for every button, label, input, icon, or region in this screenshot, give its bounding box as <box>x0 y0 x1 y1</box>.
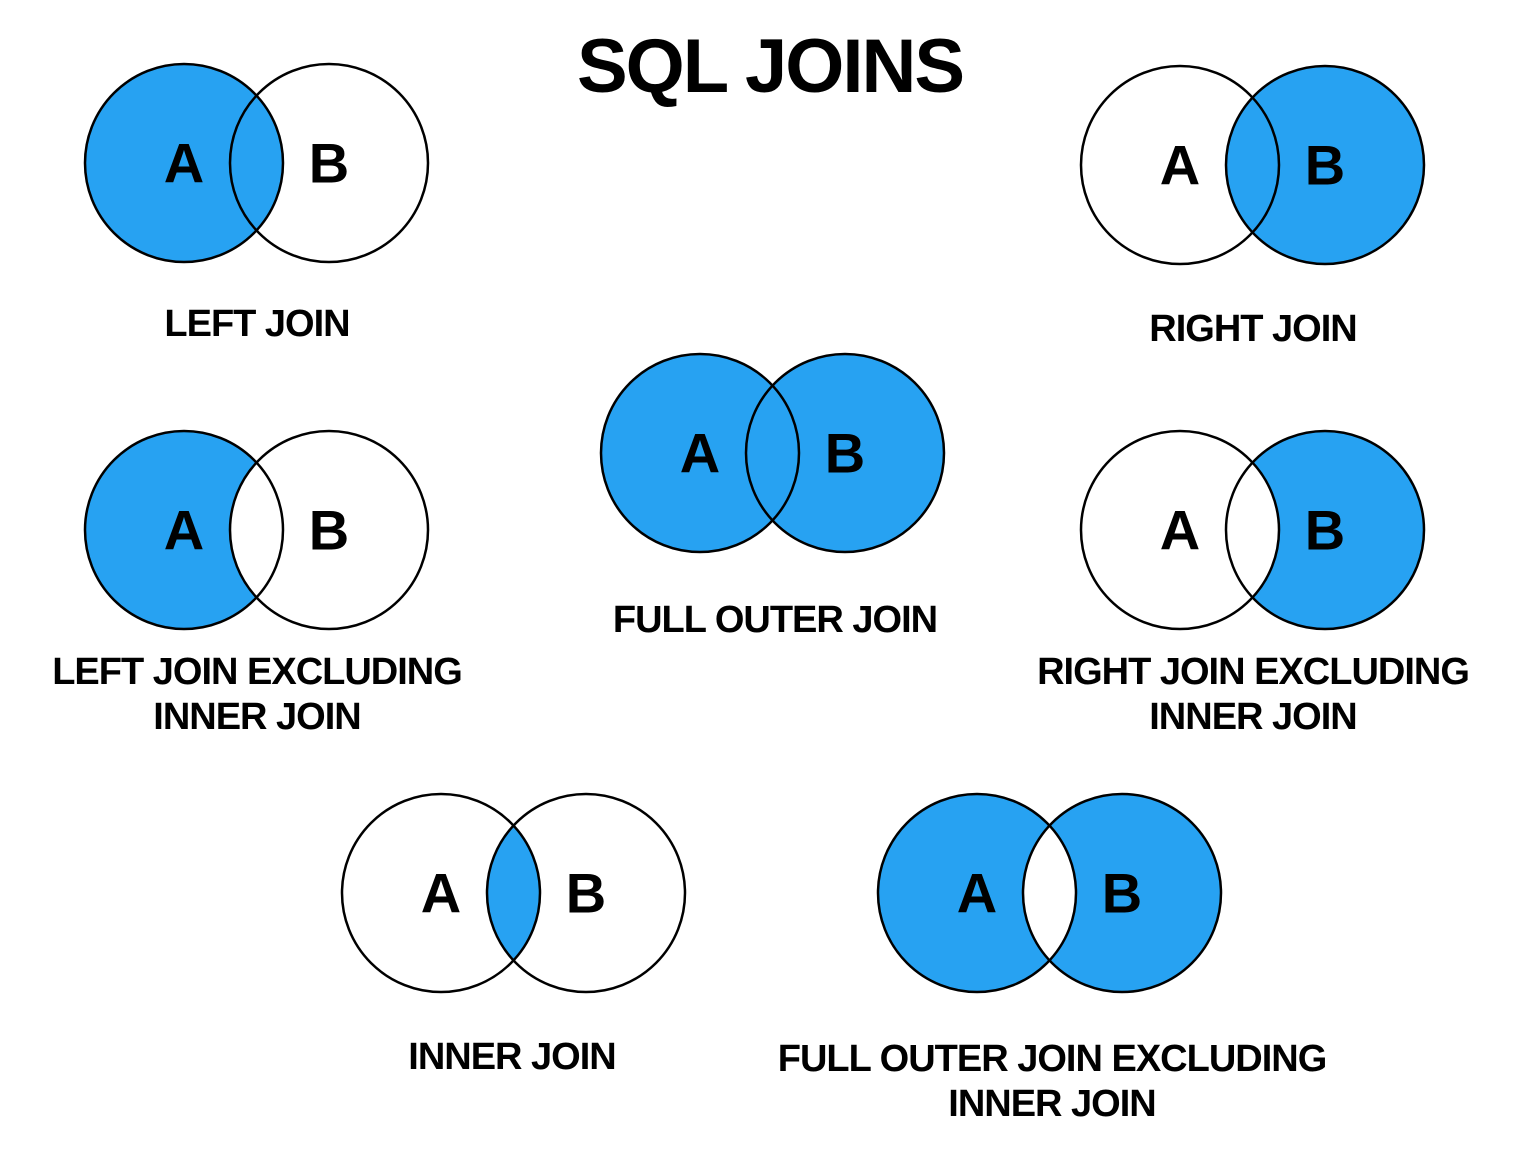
set-b-label: B <box>825 422 865 485</box>
set-b-label: B <box>1305 134 1345 197</box>
circle-a-outline <box>1079 429 1281 631</box>
caption-full-outer-join-excluding-inner-join: FULL OUTER JOIN EXCLUDING INNER JOIN <box>777 1037 1328 1127</box>
circle-a-fill <box>878 794 1076 992</box>
circle-b-fill <box>230 64 428 262</box>
venn-inner-join-svg: A B <box>340 792 687 994</box>
circle-a-fill <box>1081 66 1279 264</box>
circle-a-fill <box>342 794 540 992</box>
circle-b-outline <box>1021 792 1223 994</box>
circle-a-outline <box>599 352 801 554</box>
caption-line: RIGHT JOIN <box>1149 308 1357 350</box>
venn-left-join-svg: A B <box>83 62 430 264</box>
circle-b-fill <box>746 354 944 552</box>
venn-right-join-svg: A B <box>1079 64 1426 266</box>
circle-b-fill <box>487 794 685 992</box>
set-a-label: A <box>164 499 204 562</box>
circle-b-outline <box>744 352 946 554</box>
venn-inner-join: A B <box>304 788 724 998</box>
set-a-label: A <box>164 132 204 195</box>
overlap-region <box>230 95 283 231</box>
caption-right-join: RIGHT JOIN <box>1149 307 1357 352</box>
circle-b-fill <box>1226 66 1424 264</box>
overlap-region <box>230 462 283 598</box>
overlap-region <box>487 825 540 961</box>
circle-a-fill <box>601 354 799 552</box>
caption-line: INNER JOIN <box>408 1036 616 1078</box>
page-title: SQL JOINS <box>576 24 965 109</box>
overlap-region <box>1023 825 1076 961</box>
circle-a-fill <box>85 431 283 629</box>
circle-b-outline <box>228 62 430 264</box>
set-b-label: B <box>309 132 349 195</box>
venn-left-join: A B <box>47 58 467 268</box>
circle-a-outline <box>83 62 285 264</box>
circle-a-outline <box>83 429 285 631</box>
set-a-label: A <box>680 422 720 485</box>
caption-left-join-excluding-inner-join: LEFT JOIN EXCLUDING INNER JOIN <box>52 650 463 740</box>
circle-a-fill <box>85 64 283 262</box>
caption-line: INNER JOIN <box>153 696 361 738</box>
caption-line: FULL OUTER JOIN EXCLUDING <box>777 1038 1328 1080</box>
set-b-label: B <box>566 862 606 925</box>
caption-line: INNER JOIN <box>948 1083 1156 1125</box>
venn-left-join-excluding-inner-join: A B <box>47 425 467 635</box>
circle-b-outline <box>1224 64 1426 266</box>
overlap-region <box>1226 462 1279 598</box>
caption-line: RIGHT JOIN EXCLUDING <box>1037 651 1470 693</box>
caption-inner-join: INNER JOIN <box>408 1035 616 1080</box>
venn-full-outer-join-svg: A B <box>599 352 946 554</box>
venn-full-outer-join-excluding-inner-join-svg: A B <box>876 792 1223 994</box>
set-a-label: A <box>421 862 461 925</box>
caption-line: LEFT JOIN EXCLUDING <box>52 651 463 693</box>
caption-line: LEFT JOIN <box>164 303 350 345</box>
set-a-label: A <box>1160 134 1200 197</box>
set-b-label: B <box>309 499 349 562</box>
caption-line: INNER JOIN <box>1149 696 1357 738</box>
caption-line: FULL OUTER JOIN <box>612 599 938 641</box>
circle-b-fill <box>230 431 428 629</box>
circle-b-fill <box>1023 794 1221 992</box>
circle-b-outline <box>1224 429 1426 631</box>
circle-b-outline <box>228 429 430 631</box>
circle-a-outline <box>340 792 542 994</box>
venn-right-join-excluding-inner-join-svg: A B <box>1079 429 1426 631</box>
venn-full-outer-join: A B <box>563 348 983 558</box>
caption-left-join: LEFT JOIN <box>164 302 350 347</box>
set-a-label: A <box>957 862 997 925</box>
circle-a-outline <box>876 792 1078 994</box>
circle-b-outline <box>485 792 687 994</box>
overlap-region <box>1226 97 1279 233</box>
set-b-label: B <box>1305 499 1345 562</box>
overlap-region <box>746 385 799 521</box>
caption-right-join-excluding-inner-join: RIGHT JOIN EXCLUDING INNER JOIN <box>1037 650 1470 740</box>
venn-left-join-excluding-inner-join-svg: A B <box>83 429 430 631</box>
venn-right-join-excluding-inner-join: A B <box>1043 425 1463 635</box>
set-b-label: B <box>1102 862 1142 925</box>
venn-full-outer-join-excluding-inner-join: A B <box>840 788 1260 998</box>
set-a-label: A <box>1160 499 1200 562</box>
circle-a-fill <box>1081 431 1279 629</box>
venn-right-join: A B <box>1043 60 1463 270</box>
circle-b-fill <box>1226 431 1424 629</box>
caption-full-outer-join: FULL OUTER JOIN <box>612 598 938 643</box>
circle-a-outline <box>1079 64 1281 266</box>
